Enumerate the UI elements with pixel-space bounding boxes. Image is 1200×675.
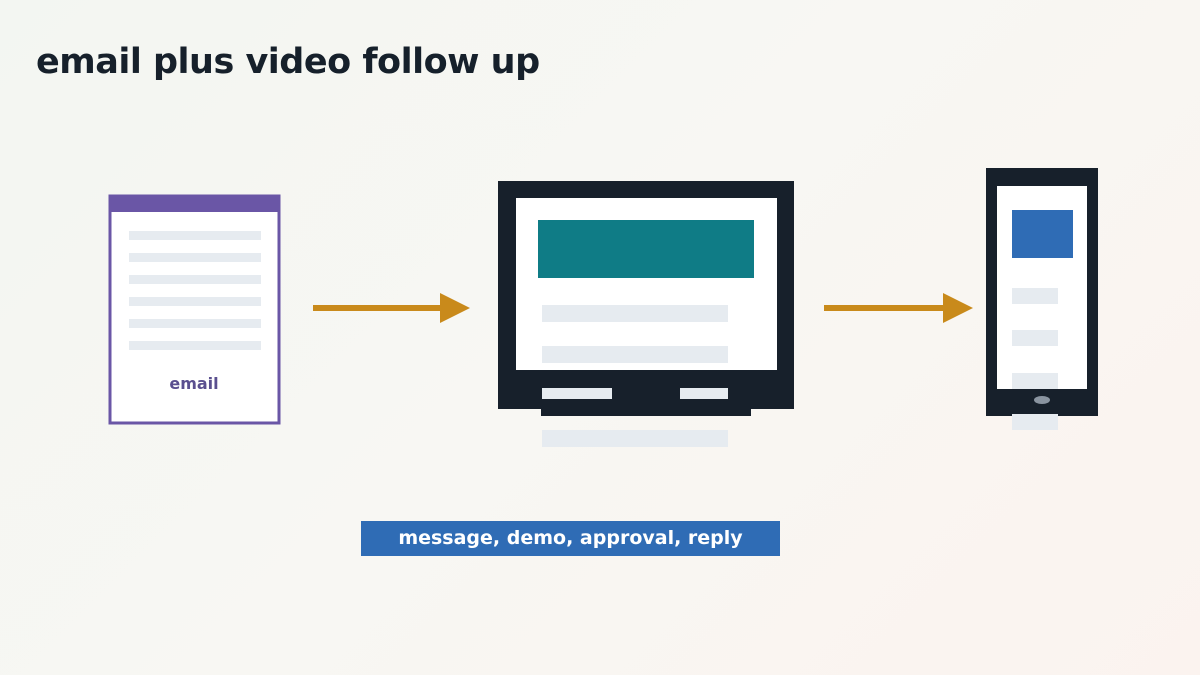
monitor-stand (541, 405, 751, 416)
monitor-button-left (542, 388, 612, 399)
arrow-right-icon (824, 293, 973, 323)
monitor-icon (498, 181, 794, 447)
monitor-button-right (680, 388, 728, 399)
email-document-icon (108, 194, 281, 425)
smartphone-icon (986, 168, 1098, 430)
page-title: email plus video follow up (36, 42, 540, 82)
email-text-lines (129, 231, 261, 350)
caption-bar: message, demo, approval, reply (361, 521, 780, 556)
phone-home-button (1034, 396, 1050, 404)
arrow-right-icon (313, 293, 470, 323)
email-label: email (169, 374, 219, 393)
video-banner (538, 220, 754, 278)
phone-video-block (1012, 210, 1073, 258)
